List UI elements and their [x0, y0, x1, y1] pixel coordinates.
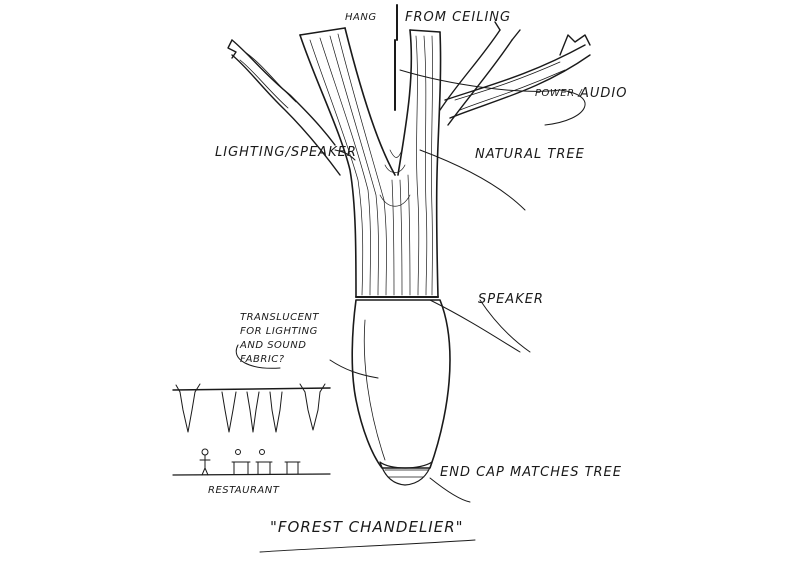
label-hang: HANG [345, 12, 377, 23]
label-end-cap: END CAP MATCHES TREE [440, 465, 622, 480]
hanging-cable [394, 4, 398, 111]
mini-chandeliers [175, 383, 326, 433]
label-lighting-speaker: LIGHTING/SPEAKER [215, 145, 357, 160]
restaurant-inset [172, 383, 331, 476]
label-power-audio-2: AUDIO [580, 86, 628, 101]
mini-people-tables [199, 448, 301, 476]
left-branch [227, 39, 341, 176]
label-speaker: SPEAKER [478, 292, 544, 307]
tree-trunk [299, 27, 442, 298]
label-translucent-4: FABRIC? [240, 354, 285, 365]
label-translucent-1: TRANSLUCENT [240, 312, 320, 323]
sketch-title: "FOREST CHANDELIER" [270, 518, 464, 536]
wood-grain [309, 33, 433, 296]
label-translucent-3: AND SOUND [240, 340, 307, 351]
label-from-ceiling: FROM CEILING [405, 10, 512, 25]
right-branches [439, 21, 591, 126]
label-translucent-2: FOR LIGHTING [240, 326, 318, 337]
label-power-audio-1: POWER / [535, 88, 583, 99]
leader-lines [235, 69, 586, 553]
label-natural-tree: NATURAL TREE [475, 147, 585, 162]
end-cap [379, 461, 433, 486]
pod-inner-line [363, 319, 386, 461]
label-restaurant: RESTAURANT [208, 485, 280, 496]
